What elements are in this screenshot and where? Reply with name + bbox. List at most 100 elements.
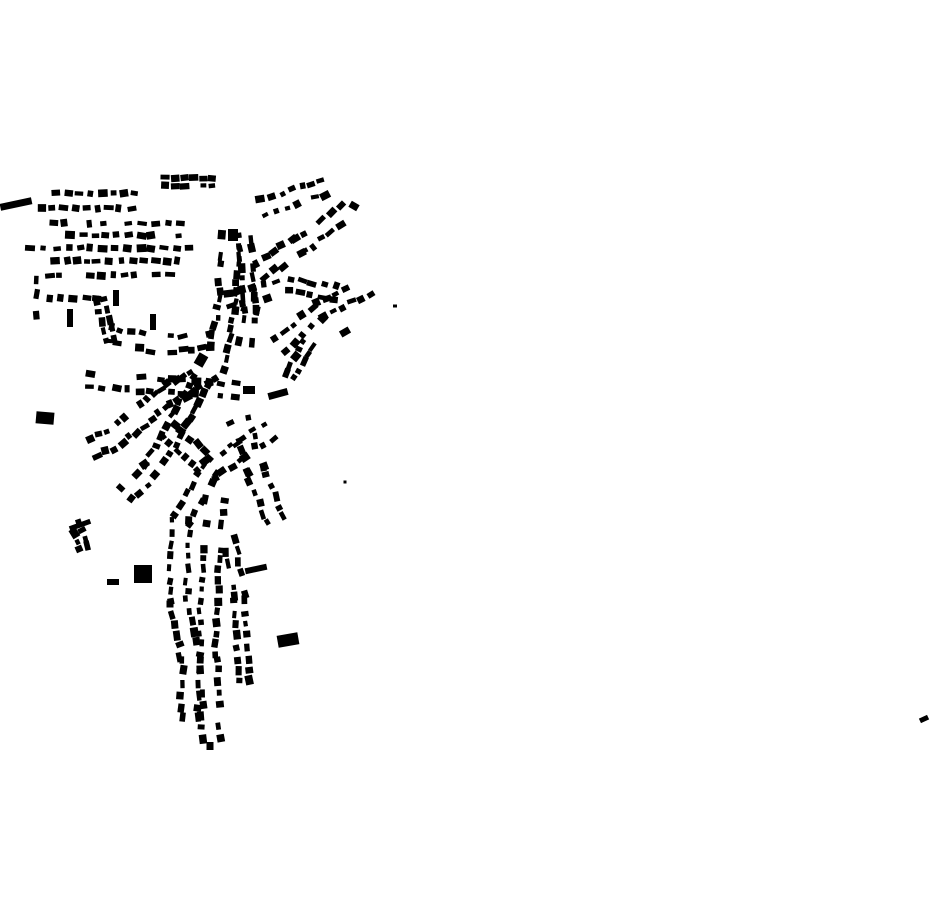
- building: [206, 742, 214, 750]
- building: [150, 389, 160, 399]
- building: [229, 597, 238, 604]
- building: [200, 494, 209, 505]
- building: [58, 204, 69, 212]
- building: [205, 343, 215, 352]
- building: [214, 597, 223, 607]
- building: [179, 664, 188, 675]
- building: [186, 368, 194, 377]
- building: [247, 282, 258, 293]
- building: [196, 607, 202, 615]
- building: [144, 481, 152, 489]
- building: [187, 459, 197, 469]
- building: [223, 354, 230, 364]
- building: [204, 453, 215, 463]
- building: [175, 397, 183, 407]
- building: [245, 655, 253, 665]
- building: [110, 271, 117, 279]
- building: [251, 259, 261, 269]
- building: [343, 480, 347, 484]
- building: [103, 305, 111, 314]
- building: [227, 462, 238, 473]
- building: [217, 555, 223, 564]
- building: [211, 469, 221, 479]
- building: [306, 279, 317, 288]
- building: [289, 233, 302, 244]
- building: [284, 205, 291, 211]
- building: [260, 251, 272, 262]
- building: [219, 508, 228, 517]
- building: [56, 272, 62, 278]
- building: [222, 547, 229, 557]
- building: [197, 657, 202, 664]
- building: [216, 294, 223, 303]
- building: [277, 261, 289, 273]
- building: [338, 303, 347, 313]
- building: [234, 557, 241, 567]
- building: [252, 432, 258, 440]
- building: [310, 194, 320, 200]
- building: [178, 345, 189, 353]
- building: [248, 235, 254, 245]
- building: [179, 182, 190, 190]
- building: [85, 434, 96, 445]
- building: [60, 218, 68, 228]
- building: [200, 462, 208, 470]
- building: [138, 329, 147, 337]
- building: [232, 644, 240, 652]
- building: [319, 189, 332, 202]
- building: [165, 449, 174, 458]
- building: [217, 229, 227, 240]
- building: [213, 656, 222, 663]
- building: [237, 263, 246, 274]
- building: [215, 700, 225, 708]
- building: [243, 386, 255, 394]
- building: [195, 630, 202, 637]
- building: [214, 565, 222, 574]
- building: [196, 711, 205, 721]
- building: [98, 317, 106, 327]
- building: [187, 346, 195, 354]
- building: [193, 704, 202, 713]
- building: [185, 587, 193, 595]
- building: [235, 437, 243, 445]
- building: [215, 722, 222, 731]
- building: [295, 288, 306, 296]
- building: [298, 337, 307, 346]
- building: [296, 309, 307, 321]
- building: [195, 679, 201, 689]
- building: [64, 189, 74, 197]
- building: [285, 361, 293, 371]
- building: [311, 297, 322, 308]
- building: [233, 656, 242, 665]
- building: [156, 376, 165, 383]
- building: [217, 251, 223, 262]
- building: [175, 499, 187, 511]
- building: [198, 576, 206, 584]
- building: [269, 333, 279, 344]
- building: [167, 610, 176, 620]
- building: [212, 303, 222, 311]
- building: [126, 493, 137, 504]
- building: [299, 355, 309, 367]
- building: [188, 616, 197, 626]
- building: [197, 619, 205, 626]
- building: [275, 240, 286, 251]
- building: [239, 275, 245, 281]
- building: [198, 387, 209, 399]
- building: [103, 428, 111, 435]
- building: [202, 519, 211, 528]
- building: [145, 348, 156, 356]
- building: [209, 320, 219, 331]
- building: [167, 411, 175, 419]
- building: [37, 204, 47, 212]
- building: [110, 190, 117, 196]
- building: [33, 275, 39, 285]
- building: [198, 455, 211, 468]
- building: [231, 306, 240, 316]
- building: [109, 445, 119, 455]
- building: [307, 341, 317, 353]
- building: [199, 175, 208, 182]
- building: [170, 174, 180, 183]
- building: [192, 636, 201, 646]
- building: [67, 294, 78, 303]
